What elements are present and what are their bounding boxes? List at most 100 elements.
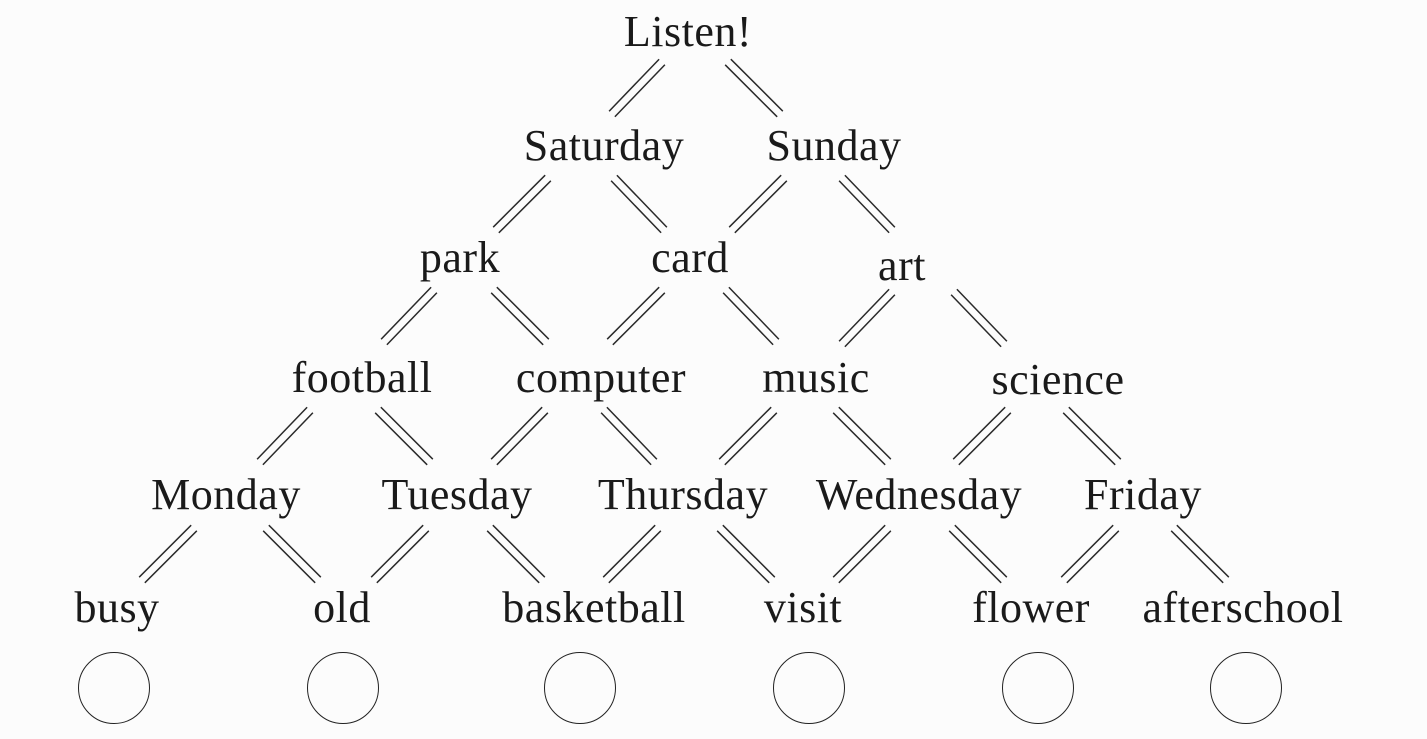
answer-circle-3[interactable] — [544, 652, 616, 724]
word-flower: flower — [972, 583, 1090, 632]
connector-14-line-a — [374, 412, 428, 466]
connector-24-line-a — [486, 530, 540, 584]
connector-22-line-b — [268, 524, 322, 578]
connector-14 — [374, 406, 434, 466]
connector-9 — [606, 286, 666, 346]
connector-25 — [602, 524, 662, 584]
answer-circle-1[interactable] — [78, 652, 150, 724]
answer-circle-6[interactable] — [1210, 652, 1282, 724]
connector-20 — [1062, 406, 1122, 466]
word-card: card — [651, 233, 729, 282]
connector-3-line-b — [498, 180, 552, 234]
connector-1-line-a — [608, 58, 660, 112]
answer-circle-5[interactable] — [1002, 652, 1074, 724]
connector-16-line-b — [606, 406, 658, 460]
word-thursday: Thursday — [597, 470, 769, 519]
connector-16 — [600, 406, 658, 466]
connector-22 — [262, 524, 322, 584]
connector-2-line-a — [724, 64, 778, 118]
connector-6-line-a — [838, 180, 890, 234]
connector-23-line-b — [376, 530, 430, 584]
connector-30 — [1170, 524, 1230, 584]
word-visit: visit — [763, 583, 843, 632]
connector-24-line-b — [492, 524, 546, 578]
connector-3-line-a — [492, 174, 546, 228]
connector-27 — [832, 524, 892, 584]
connector-23-line-a — [370, 524, 424, 578]
word-monday: Monday — [151, 470, 301, 519]
connector-5-line-a — [728, 174, 782, 228]
connector-10 — [722, 286, 780, 346]
connector-16-line-a — [600, 412, 652, 466]
connector-3 — [492, 174, 552, 234]
connector-19-line-a — [952, 406, 1006, 460]
word-saturday: Saturday — [523, 121, 685, 170]
connector-11 — [838, 288, 896, 348]
connector-4-line-a — [610, 180, 662, 234]
connector-18-line-a — [832, 412, 886, 466]
word-friday: Friday — [1084, 470, 1202, 519]
connector-25-line-a — [602, 524, 656, 578]
connector-30-line-b — [1176, 524, 1230, 578]
connector-12-line-b — [956, 288, 1008, 342]
word-music: music — [762, 353, 870, 402]
connector-17 — [718, 406, 778, 466]
connector-26-line-b — [722, 524, 776, 578]
connector-15 — [490, 406, 549, 466]
answer-circle-4[interactable] — [773, 652, 845, 724]
connector-28-line-b — [954, 524, 1008, 578]
connector-7-line-a — [380, 286, 432, 340]
answer-circle-2[interactable] — [307, 652, 379, 724]
word-busy: busy — [74, 583, 160, 632]
connector-15-line-a — [490, 406, 543, 460]
connector-29-line-b — [1066, 530, 1120, 584]
connector-13-line-b — [262, 412, 314, 466]
connector-20-line-a — [1062, 412, 1116, 466]
connector-1 — [608, 58, 666, 118]
connector-25-line-b — [608, 530, 662, 584]
connector-10-line-b — [728, 286, 780, 340]
word-computer: computer — [515, 353, 687, 402]
word-football: football — [291, 353, 433, 402]
connector-28-line-a — [948, 530, 1002, 584]
word-park: park — [419, 233, 501, 282]
connector-15-line-b — [496, 412, 549, 466]
connector-29-line-a — [1060, 524, 1114, 578]
word-basketball: basketball — [502, 583, 686, 632]
word-sunday: Sunday — [766, 121, 902, 170]
connector-6-line-b — [844, 174, 896, 228]
word-science: science — [991, 355, 1125, 404]
connector-12-line-a — [950, 294, 1002, 348]
connector-26-line-a — [716, 530, 770, 584]
connector-9-line-b — [612, 292, 666, 346]
connector-11-line-a — [838, 288, 890, 342]
connector-14-line-b — [380, 406, 434, 460]
title-word: Listen! — [623, 7, 753, 56]
connector-13-line-a — [256, 406, 308, 460]
connector-2-line-b — [730, 58, 784, 112]
connector-6 — [838, 174, 896, 234]
connector-17-line-b — [724, 412, 778, 466]
connector-13 — [256, 406, 314, 466]
connector-18-line-b — [838, 406, 892, 460]
word-afterschool: afterschool — [1142, 583, 1344, 632]
connector-18 — [832, 406, 892, 466]
connector-24 — [486, 524, 546, 584]
connector-8 — [490, 286, 550, 346]
connector-29 — [1060, 524, 1120, 584]
connector-28 — [948, 524, 1008, 584]
connector-7-line-b — [386, 292, 438, 346]
connector-11-line-b — [844, 294, 896, 348]
connector-27-line-b — [838, 530, 892, 584]
connector-23 — [370, 524, 430, 584]
word-wednesday: Wednesday — [815, 470, 1023, 519]
connector-4-line-b — [616, 174, 668, 228]
connector-7 — [380, 286, 438, 346]
connector-5-line-b — [734, 180, 788, 234]
connector-12 — [950, 288, 1008, 348]
connector-26 — [716, 524, 776, 584]
connector-22-line-a — [262, 530, 316, 584]
connector-5 — [728, 174, 788, 234]
word-tuesday: Tuesday — [381, 470, 533, 519]
